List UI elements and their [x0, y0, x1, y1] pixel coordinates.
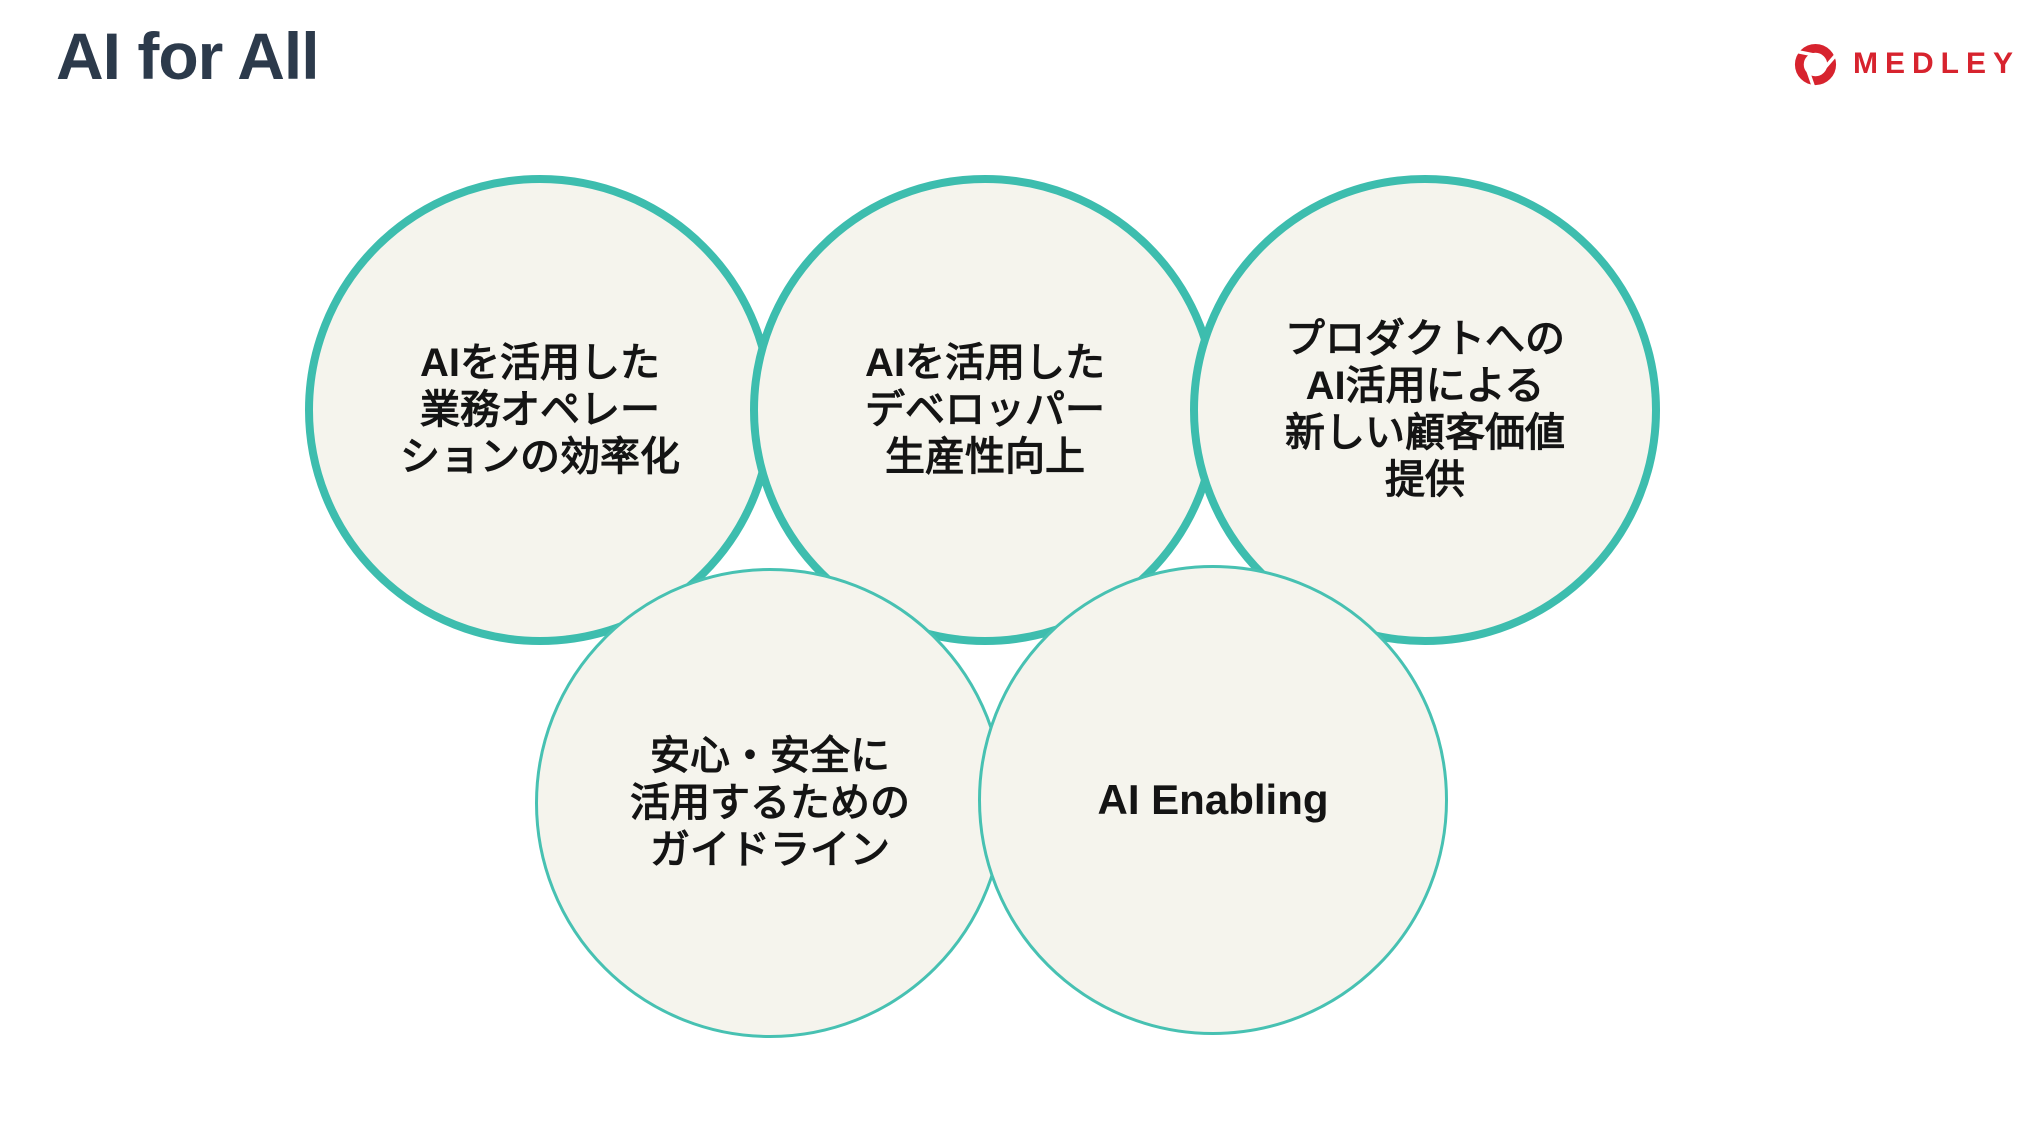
circle-ai-business-operations: AIを活用した 業務オペレー ションの効率化	[305, 175, 775, 645]
circle-label-line: 活用するための	[630, 780, 910, 825]
circle-label: AIを活用した 業務オペレー ションの効率化	[400, 340, 680, 481]
medley-logo: MEDLEY	[1792, 38, 2020, 90]
circle-label-line: 提供	[1385, 458, 1465, 502]
circle-label-line: 新しい顧客価値	[1285, 411, 1565, 455]
circle-ai-safety-guidelines: 安心・安全に 活用するための ガイドライン	[535, 568, 1005, 1038]
circle-label-line: AI活用による	[1305, 364, 1545, 408]
circle-label-line: ションの効率化	[400, 434, 680, 479]
circle-label-line: プロダクトへの	[1285, 317, 1565, 361]
circle-label: プロダクトへの AI活用による 新しい顧客価値 提供	[1285, 316, 1565, 504]
circle-label-line: デベロッパー	[865, 387, 1105, 432]
circle-label-line: ガイドライン	[650, 827, 890, 872]
circle-label: AIを活用した デベロッパー 生産性向上	[865, 340, 1105, 481]
circle-ai-product-customer-value: プロダクトへの AI活用による 新しい顧客価値 提供	[1190, 175, 1660, 645]
medley-swirl-icon	[1794, 43, 1838, 87]
circle-label-line: 生産性向上	[885, 434, 1085, 479]
medley-logo-text: MEDLEY	[1852, 47, 2020, 80]
page-title: AI for All	[56, 19, 320, 93]
circle-label-line: 安心・安全に	[650, 733, 890, 778]
circle-label-line: AIを活用した	[865, 340, 1105, 385]
circle-label-line: AI Enabling	[1097, 776, 1329, 823]
circle-label: 安心・安全に 活用するための ガイドライン	[630, 733, 910, 874]
circle-label: AI Enabling	[1098, 775, 1329, 825]
circle-label-line: AIを活用した	[420, 340, 660, 385]
circle-ai-enabling: AI Enabling	[978, 565, 1448, 1035]
circle-label-line: 業務オペレー	[420, 387, 660, 432]
circle-ai-developer-productivity: AIを活用した デベロッパー 生産性向上	[750, 175, 1220, 645]
